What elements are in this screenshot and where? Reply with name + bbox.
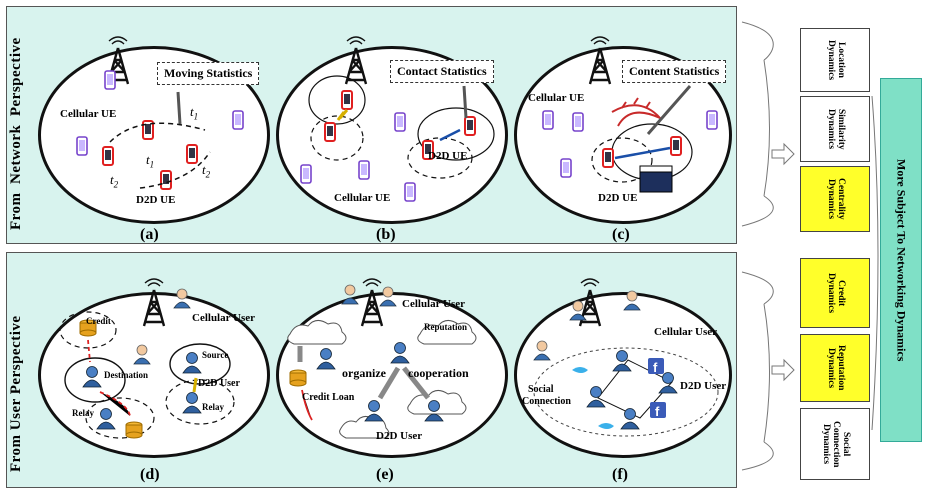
panel-b-d2d-label: D2D UE	[428, 150, 468, 162]
caption-d: (d)	[140, 466, 160, 483]
moving-statistics-box: Moving Statistics	[157, 62, 260, 85]
panel-e-cooperation-label: cooperation	[408, 366, 469, 380]
panel-d-relay1-label: Relay	[72, 408, 94, 418]
reputation-dynamics-box: Reputation Dynamics	[800, 334, 870, 402]
panel-a-t1-label: t1	[190, 104, 199, 122]
panel-e-reputation-label: Reputation	[424, 322, 468, 332]
panel-d-destination-label: Destination	[104, 370, 149, 380]
similarity-dynamics-box: Similarity Dynamics	[800, 96, 870, 162]
social-connection-dynamics-box: Social Connection Dynamics	[800, 408, 870, 480]
svg-text:f: f	[655, 404, 660, 419]
panel-f-ellipse	[514, 292, 732, 458]
social-connection-dynamics-label: Social Connection Dynamics	[821, 420, 851, 468]
panel-d-credit-label: Credit	[86, 316, 111, 326]
networking-dynamics-result-box: More Subject To Networking Dynamics	[880, 78, 922, 442]
panel-c-cellular-label: Cellular UE	[528, 92, 585, 104]
caption-a: (a)	[140, 226, 159, 243]
panel-e-cellular-label: Cellular User	[402, 298, 466, 310]
panel-f-connection-label: Connection	[522, 396, 571, 407]
contact-statistics-box: Contact Statistics	[390, 60, 494, 83]
panel-c-d2d-label: D2D UE	[598, 192, 638, 204]
panel-a-t1b-label: t1	[146, 152, 155, 170]
panel-d-d2d-label: D2D User	[198, 378, 240, 389]
panel-d-cellular-label: Cellular User	[192, 312, 256, 324]
svg-text:f: f	[653, 360, 658, 375]
panel-a-t2-label: t2	[110, 172, 119, 190]
panel-f-d2d-label: D2D User	[680, 380, 727, 392]
panel-d-relay2-label: Relay	[202, 402, 224, 412]
caption-b: (b)	[376, 226, 396, 243]
reputation-dynamics-label: Reputation Dynamics	[826, 345, 846, 391]
caption-f: (f)	[612, 466, 628, 483]
networking-dynamics-result-label: More Subject To Networking Dynamics	[894, 158, 909, 362]
panel-e-d2d-label: D2D User	[376, 430, 423, 442]
location-dynamics-label: Location Dynamics	[826, 39, 846, 81]
caption-e: (e)	[376, 466, 394, 483]
location-dynamics-box: Location Dynamics	[800, 28, 870, 92]
panel-b-cellular-label: Cellular UE	[334, 192, 391, 204]
credit-dynamics-box: Credit Dynamics	[800, 258, 870, 328]
centrality-dynamics-label: Centrality Dynamics	[826, 178, 846, 220]
caption-c: (c)	[612, 226, 630, 243]
panel-a-cellular-label: Cellular UE	[60, 108, 117, 120]
credit-dynamics-label: Credit Dynamics	[826, 272, 846, 314]
panel-f-social-label: Social	[528, 384, 554, 395]
panel-e-credit-loan-label: Credit Loan	[302, 392, 355, 403]
panel-e-organize-label: organize	[342, 366, 386, 380]
centrality-dynamics-box: Centrality Dynamics	[800, 166, 870, 232]
panel-a-t2b-label: t2	[202, 162, 211, 180]
panel-f-cellular-label: Cellular User	[654, 326, 718, 338]
panel-d-source-label: Source	[202, 350, 229, 360]
content-statistics-box: Content Statistics	[622, 60, 727, 83]
panel-a-d2d-label: D2D UE	[136, 194, 176, 206]
similarity-dynamics-label: Similarity Dynamics	[826, 108, 846, 150]
